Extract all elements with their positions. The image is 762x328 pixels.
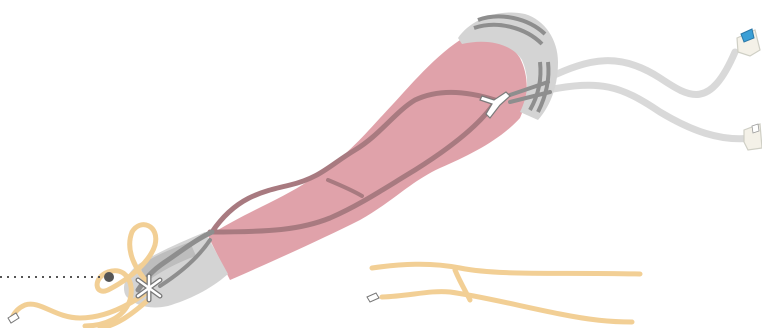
graft-upper-branch [372,264,640,274]
limb-tissue [208,38,527,280]
tubing-group [548,52,752,139]
electrode-connector-lower [744,124,762,150]
limb [208,38,527,280]
connector-slot-icon [752,124,759,133]
left-graft [8,225,156,328]
catheter-tip-icon [367,293,379,302]
graft-lower-branch [382,292,632,322]
separate-graft [367,264,640,322]
catheter-tip-icon [8,313,19,323]
lower-tubing [548,85,752,139]
electrode-connector-upper [737,29,760,56]
leader-dot [104,272,114,282]
